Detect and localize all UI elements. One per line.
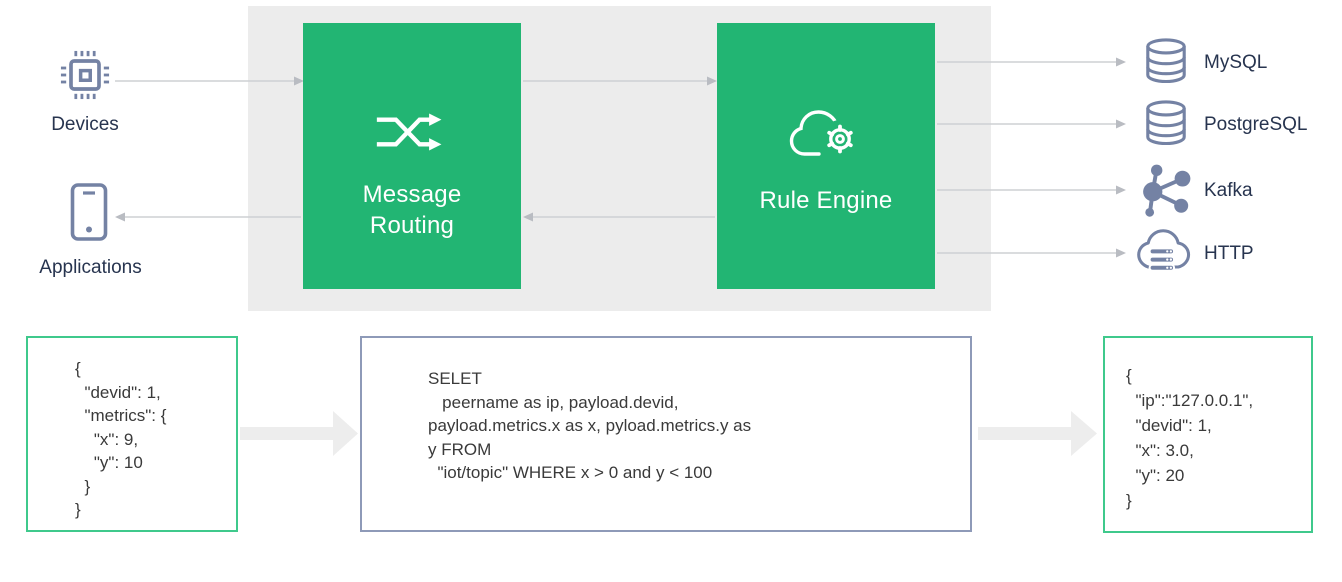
mysql-label: MySQL bbox=[1204, 52, 1268, 73]
shuffle-routing-icon bbox=[376, 113, 442, 151]
kafka-label: Kafka bbox=[1204, 180, 1253, 201]
device-payload-box: { "devid": 1, "metrics": { "x": 9, "y": … bbox=[26, 336, 238, 532]
chip-icon bbox=[60, 50, 110, 100]
applications-label: Applications bbox=[39, 257, 142, 278]
kafka-icon bbox=[1143, 164, 1191, 217]
postgresql-label: PostgreSQL bbox=[1204, 114, 1308, 135]
rule-sql-text: SELET peername as ip, payload.devid, pay… bbox=[428, 369, 752, 482]
thick-arrow-sql-to-output bbox=[978, 411, 1097, 456]
database-icon bbox=[1146, 38, 1186, 84]
http-cloud-icon bbox=[1137, 229, 1191, 272]
device-payload-json: { "devid": 1, "metrics": { "x": 9, "y": … bbox=[75, 359, 167, 519]
rule-engine-label: Rule Engine bbox=[759, 187, 893, 214]
message-routing-box: Message Routing bbox=[303, 23, 521, 289]
rule-engine-box: Rule Engine bbox=[717, 23, 935, 289]
result-payload-box: { "ip":"127.0.0.1", "devid": 1, "x": 3.0… bbox=[1103, 336, 1313, 533]
smartphone-icon bbox=[70, 183, 108, 241]
devices-label: Devices bbox=[51, 114, 119, 135]
http-label: HTTP bbox=[1204, 243, 1254, 264]
database-icon bbox=[1146, 100, 1186, 146]
message-routing-label: Message Routing bbox=[362, 181, 462, 239]
rule-sql-box: SELET peername as ip, payload.devid, pay… bbox=[360, 336, 972, 532]
thick-arrow-input-to-sql bbox=[240, 411, 358, 456]
result-payload-json: { "ip":"127.0.0.1", "devid": 1, "x": 3.0… bbox=[1126, 366, 1254, 510]
cloud-gear-icon bbox=[789, 110, 859, 158]
